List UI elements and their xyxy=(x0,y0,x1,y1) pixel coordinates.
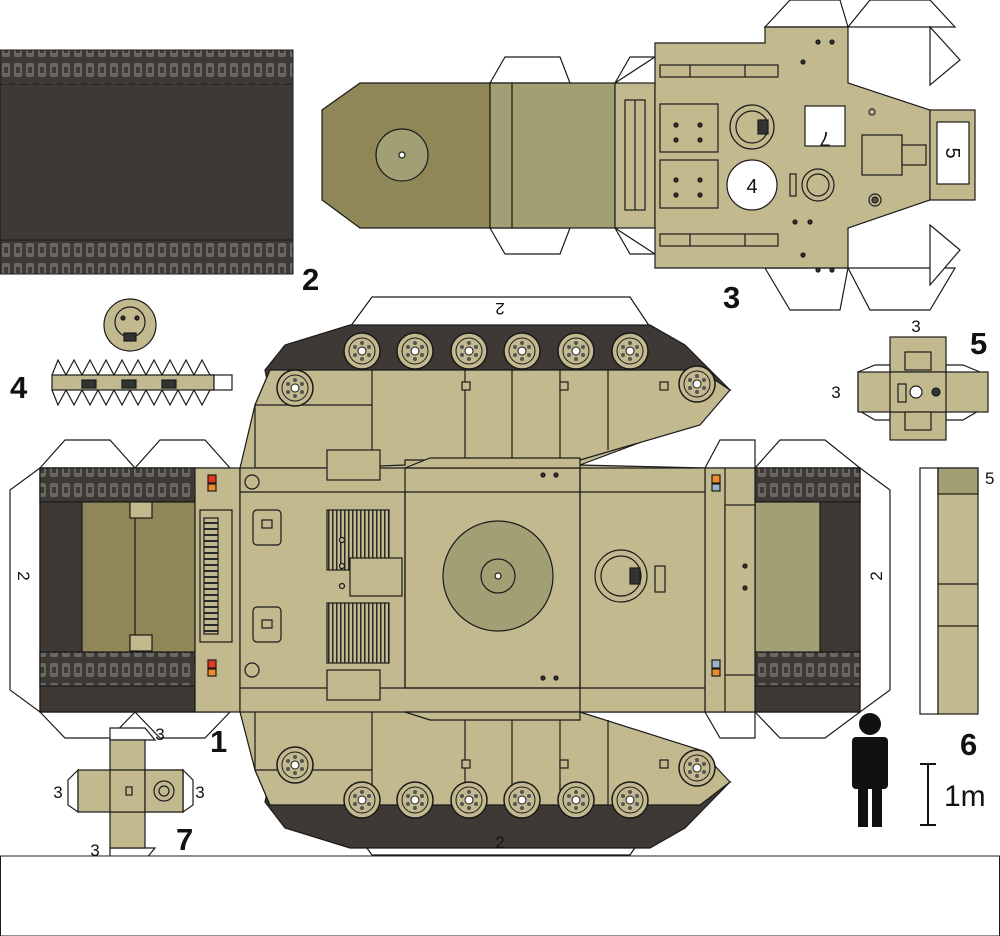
part-2-number: 2 xyxy=(302,262,319,297)
part-3-turret-net xyxy=(321,0,976,311)
track-top-tab-label: 2 xyxy=(495,299,504,318)
part-3-number: 3 xyxy=(723,280,740,315)
p7-top-tab-label: 3 xyxy=(155,725,164,744)
track-left-tab-label: 2 xyxy=(14,571,33,580)
part-5-number: 5 xyxy=(970,326,987,361)
p5-left-tab-label: 3 xyxy=(831,383,840,402)
part-5-hatch-box xyxy=(857,336,989,441)
track-right-tab-label: 2 xyxy=(867,571,886,580)
part-1-number: 1 xyxy=(210,724,227,759)
scale-label: 1m xyxy=(944,780,986,813)
part-7-number: 7 xyxy=(176,822,193,857)
p6-right-tab-label: 5 xyxy=(985,469,994,488)
p7-right-tab-label: 3 xyxy=(195,783,204,802)
part-4-cupola xyxy=(51,298,233,407)
part-2-track-strip xyxy=(0,49,294,275)
panel-7-label: 7 xyxy=(819,127,830,149)
hatch-4-label: 4 xyxy=(746,176,757,198)
part-6-strip xyxy=(919,467,979,715)
part-7-cube xyxy=(67,727,194,861)
part-1-hull xyxy=(9,296,891,856)
track-bottom-tab-label: 2 xyxy=(495,833,504,852)
person-silhouette-icon xyxy=(852,713,888,827)
p5-top-tab-label: 3 xyxy=(911,317,920,336)
panel-5-label: 5 xyxy=(941,147,963,158)
part-4-number: 4 xyxy=(10,370,28,405)
part-6-number: 6 xyxy=(960,727,977,762)
bottom-frame xyxy=(0,855,1000,936)
p7-bottom-tab-label: 3 xyxy=(90,841,99,860)
p7-left-tab-label: 3 xyxy=(53,783,62,802)
scale-bar xyxy=(920,763,936,826)
